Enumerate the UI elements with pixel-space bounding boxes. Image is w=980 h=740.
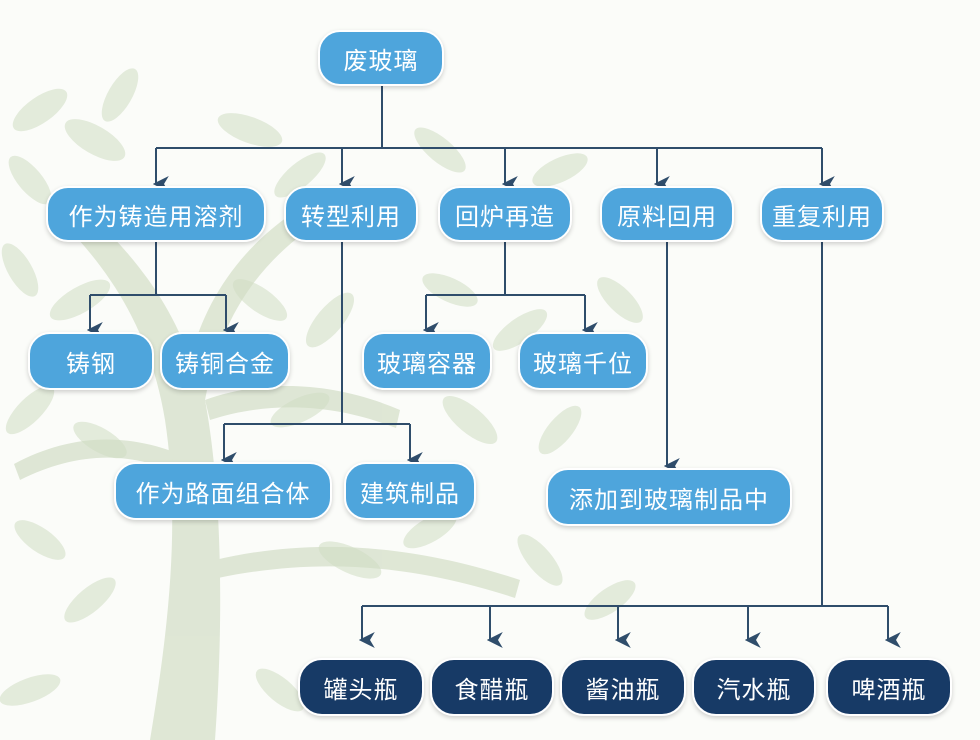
node-beer-bottle: 啤酒瓶 [826, 658, 952, 716]
node-add-to-glass-products: 添加到玻璃制品中 [546, 468, 792, 526]
node-raw-reuse: 原料回用 [600, 186, 734, 242]
node-repeat-use: 重复利用 [760, 186, 884, 242]
node-vinegar-bottle: 食醋瓶 [430, 658, 554, 716]
node-glass-container: 玻璃容器 [362, 332, 492, 390]
node-root-waste-glass: 废玻璃 [318, 30, 444, 86]
node-casting-flux: 作为铸造用溶剂 [46, 186, 266, 242]
node-building-products: 建筑制品 [344, 462, 476, 520]
node-soda-bottle: 汽水瓶 [692, 658, 816, 716]
node-glass-other: 玻璃千位 [518, 332, 648, 390]
node-remelt: 回炉再造 [438, 186, 572, 242]
node-road-aggregate: 作为路面组合体 [114, 462, 332, 520]
node-cast-copper-alloy: 铸铜合金 [160, 332, 290, 390]
node-transform-use: 转型利用 [284, 186, 418, 242]
node-cast-steel: 铸钢 [28, 332, 154, 390]
node-can-jar: 罐头瓶 [298, 658, 424, 716]
node-soy-sauce-bottle: 酱油瓶 [560, 658, 686, 716]
